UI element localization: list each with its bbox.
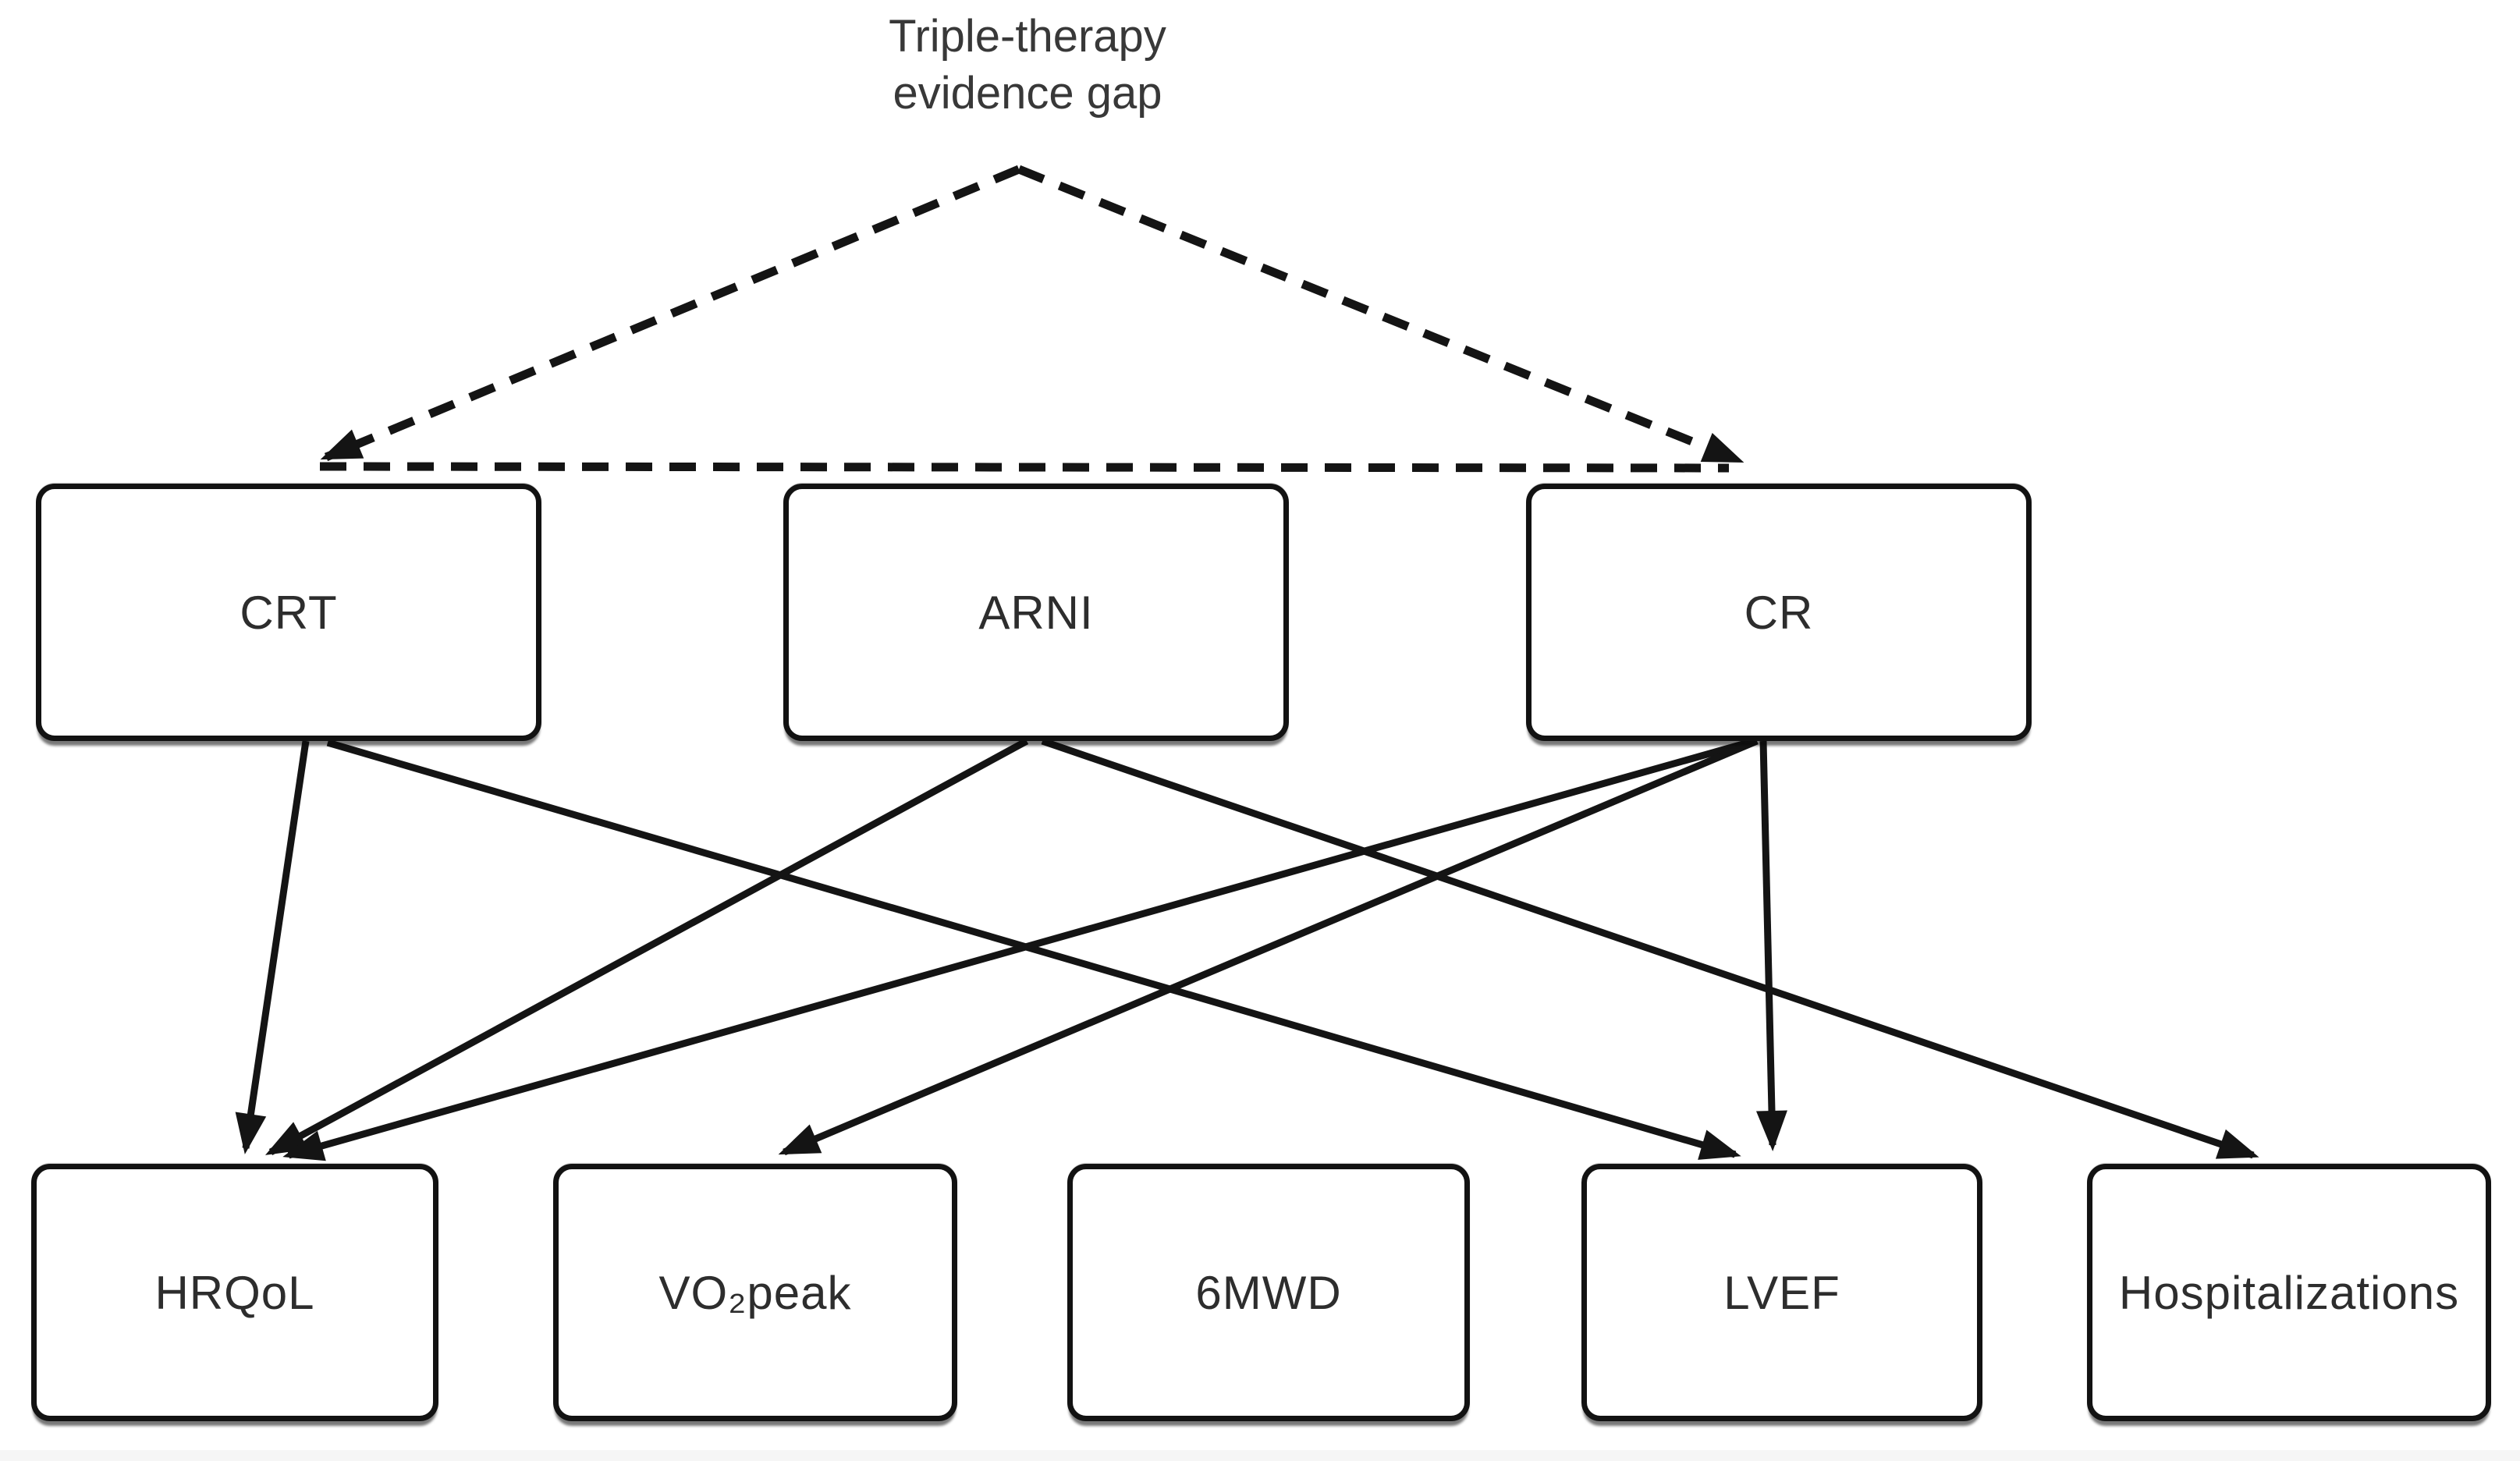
outcome-node-hrqol: HRQoL: [31, 1164, 438, 1421]
arrow-arni-to-hospitalizations: [1041, 737, 2259, 1159]
arrow-cr-to-hrqol: [282, 737, 1755, 1161]
dashed-evidence-gap-triangle: [319, 165, 1744, 473]
dashed-line-gap-to-cr: [1017, 165, 1744, 465]
outcome-node-hospitalizations: Hospitalizations: [2087, 1164, 2491, 1421]
arrow-crt-to-hrqol: [235, 740, 310, 1154]
therapy-label-cr: CR: [1744, 586, 1814, 639]
outcome-label-hrqol: HRQoL: [154, 1266, 315, 1319]
therapy-label-arni: ARNI: [978, 586, 1094, 639]
outcome-label-lvef: LVEF: [1723, 1266, 1840, 1319]
arrow-arni-to-hrqol: [264, 738, 1029, 1155]
outcome-node-lvef: LVEF: [1581, 1164, 1982, 1421]
outcome-node-6mwd: 6MWD: [1067, 1164, 1470, 1421]
therapy-label-crt: CRT: [240, 586, 338, 639]
diagram-title: Triple-therapy evidence gap: [889, 11, 1166, 119]
outcome-label-hospitalizations: Hospitalizations: [2118, 1266, 2460, 1319]
dashed-line-gap-to-crt: [320, 165, 1021, 462]
outcome-node-vo2peak: VO₂peak: [553, 1164, 957, 1421]
therapy-node-arni: ARNI: [783, 484, 1289, 741]
therapy-node-cr: CR: [1526, 484, 2032, 741]
therapy-outcome-arrows: [235, 737, 2259, 1161]
arrow-cr-to-vo2peak: [778, 737, 1759, 1156]
dashed-base-line: [319, 462, 1730, 473]
arrow-cr-to-lvef: [1755, 740, 1787, 1151]
bottom-margin-strip: [0, 1450, 2520, 1461]
therapy-node-crt: CRT: [36, 484, 541, 741]
outcome-label-6mwd: 6MWD: [1195, 1266, 1342, 1319]
outcome-label-vo2peak: VO₂peak: [658, 1266, 852, 1319]
